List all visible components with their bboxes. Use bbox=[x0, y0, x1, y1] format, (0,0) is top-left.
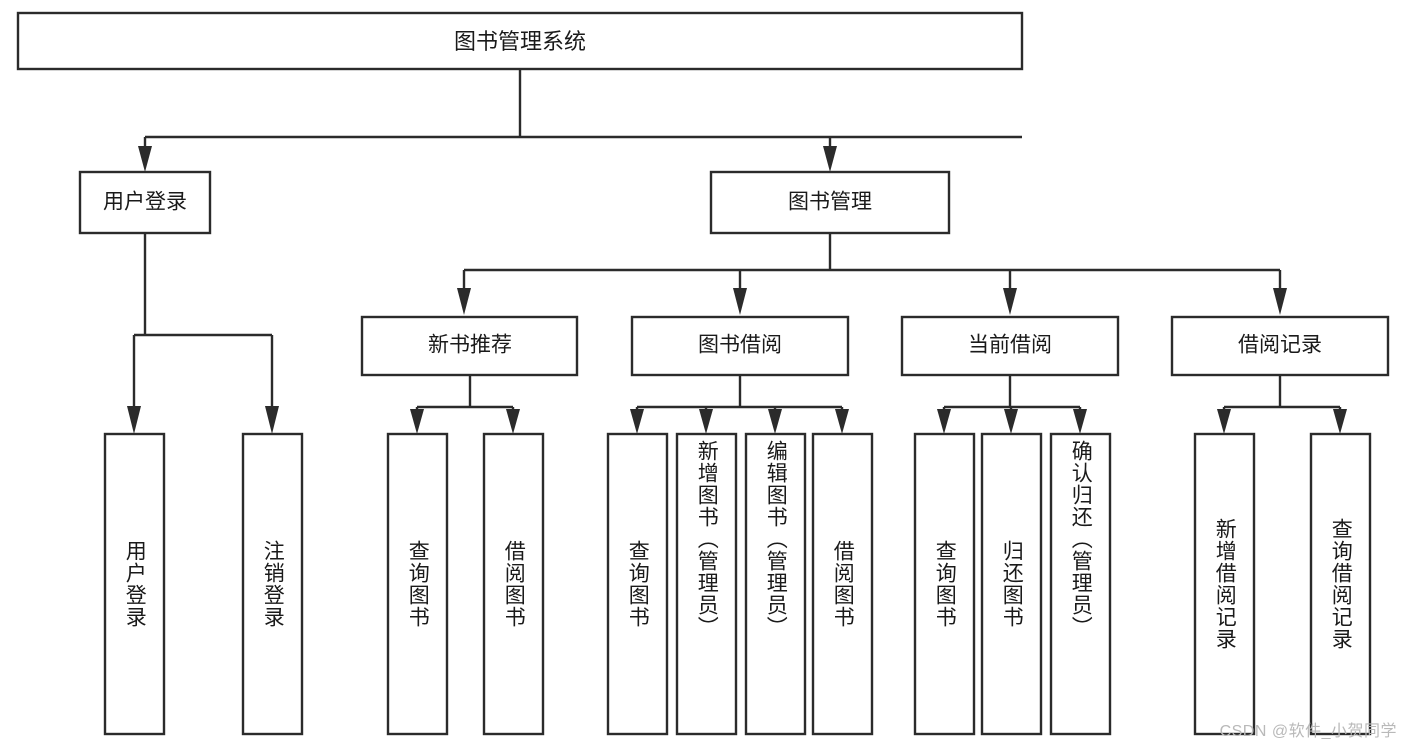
arrow-head-leaf-query-book-3 bbox=[937, 409, 951, 434]
leaf-user-login-box[interactable] bbox=[103, 432, 166, 736]
node-book-manage-box[interactable] bbox=[709, 170, 951, 235]
node-borrow-record[interactable]: 借阅记录 bbox=[1170, 315, 1390, 377]
arrow-head-borrow-record bbox=[1273, 288, 1287, 315]
node-book-manage[interactable]: 图书管理 bbox=[709, 170, 951, 235]
arrow-head-leaf-query-record bbox=[1333, 409, 1347, 434]
arrow-head-book-borrow bbox=[733, 288, 747, 315]
arrow-head-leaf-return-book bbox=[1004, 409, 1018, 434]
node-borrow-record-label: 借阅记录 bbox=[1238, 334, 1322, 357]
arrow-head-leaf-query-book-1 bbox=[410, 409, 424, 434]
connector-layer bbox=[127, 69, 1347, 434]
node-current-borrow[interactable]: 当前借阅 bbox=[900, 315, 1120, 377]
node-current-borrow-label: 当前借阅 bbox=[968, 334, 1052, 357]
node-new-book-rec[interactable]: 新书推荐 bbox=[360, 315, 579, 377]
arrow-head-book-manage bbox=[823, 146, 837, 172]
node-new-book-rec-label: 新书推荐 bbox=[428, 334, 512, 357]
node-book-borrow-box[interactable] bbox=[630, 315, 850, 377]
arrow-head-leaf-add-record bbox=[1217, 409, 1231, 434]
node-book-borrow-label: 图书借阅 bbox=[698, 334, 782, 357]
node-borrow-record-box[interactable] bbox=[1170, 315, 1390, 377]
arrow-head-leaf-borrow-book-1 bbox=[506, 409, 520, 434]
node-new-book-rec-box[interactable] bbox=[360, 315, 579, 377]
node-user-login-box[interactable] bbox=[78, 170, 212, 235]
arrow-head-current-borrow bbox=[1003, 288, 1017, 315]
arrow-head-leaf-borrow-book-2 bbox=[835, 409, 849, 434]
arrow-head-leaf-user-login bbox=[127, 406, 141, 434]
arrow-head-leaf-confirm-return bbox=[1073, 409, 1087, 434]
node-current-borrow-box[interactable] bbox=[900, 315, 1120, 377]
arrow-head-user-login bbox=[138, 146, 152, 172]
leaf-add-book-box[interactable] bbox=[675, 432, 738, 736]
leaf-box-layer[interactable] bbox=[103, 432, 1372, 736]
leaf-borrow-book-1-box[interactable] bbox=[482, 432, 545, 736]
leaf-return-book-box[interactable] bbox=[980, 432, 1043, 736]
leaf-edit-book-box[interactable] bbox=[744, 432, 807, 736]
node-book-manage-label: 图书管理 bbox=[788, 191, 872, 214]
leaf-user-logout-box[interactable] bbox=[241, 432, 304, 736]
node-root-box[interactable] bbox=[16, 11, 1024, 71]
leaf-query-book-3-box[interactable] bbox=[913, 432, 976, 736]
arrow-head-leaf-add-book bbox=[699, 409, 713, 434]
leaf-add-record-box[interactable] bbox=[1193, 432, 1256, 736]
arrow-head-leaf-query-book-2 bbox=[630, 409, 644, 434]
leaf-query-book-2-box[interactable] bbox=[606, 432, 669, 736]
leaf-borrow-book-2-box[interactable] bbox=[811, 432, 874, 736]
node-user-login-label: 用户登录 bbox=[103, 191, 187, 214]
node-user-login[interactable]: 用户登录 bbox=[78, 170, 212, 235]
leaf-confirm-return-box[interactable] bbox=[1049, 432, 1112, 736]
arrow-head-leaf-user-logout bbox=[265, 406, 279, 434]
node-root-label: 图书管理系统 bbox=[454, 29, 586, 54]
arrow-head-new-book-rec bbox=[457, 288, 471, 315]
node-root[interactable]: 图书管理系统 bbox=[16, 11, 1024, 71]
csdn-watermark: CSDN @软件_小贺同学 bbox=[1219, 723, 1397, 740]
leaf-query-book-1-box[interactable] bbox=[386, 432, 449, 736]
arrow-head-leaf-edit-book bbox=[768, 409, 782, 434]
node-book-borrow[interactable]: 图书借阅 bbox=[630, 315, 850, 377]
leaf-query-record-box[interactable] bbox=[1309, 432, 1372, 736]
